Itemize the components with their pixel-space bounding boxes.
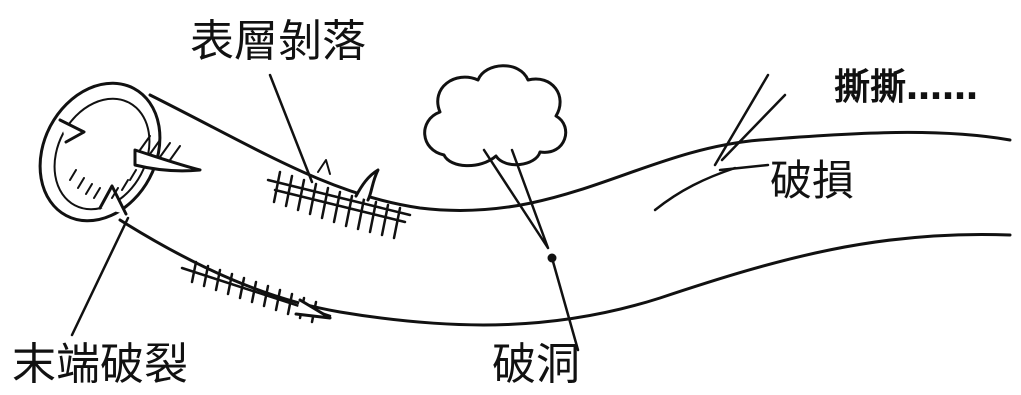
hair-strand-lower-edge: [120, 220, 1010, 325]
hole-dot: [549, 255, 555, 261]
damage-split-line: [715, 75, 768, 165]
label-surface-peeling: 表層剝落: [190, 16, 366, 67]
peeling-scale-hatch: [140, 136, 180, 160]
surface-peeling-flake: [318, 160, 330, 174]
lower-peeling-flake: [296, 300, 330, 318]
split-end-notch: [60, 120, 84, 142]
damage-tear-curve: [655, 168, 735, 210]
label-hole: 破洞: [492, 339, 580, 390]
surface-peeling-hatch: [268, 172, 410, 238]
damage-split-line: [722, 95, 785, 160]
pointer-hole: [552, 258, 578, 350]
label-end-split: 末端破裂: [12, 339, 188, 390]
pointer-end-split: [72, 218, 128, 335]
surface-peeling-flake: [356, 170, 378, 200]
hair-strand-upper-edge: [150, 95, 1010, 210]
split-end-fringe: [70, 170, 136, 200]
label-damage: 破損: [770, 156, 855, 205]
split-end-opening: [17, 62, 183, 242]
peeling-scale: [135, 150, 200, 171]
label-tearing: 撕撕……: [834, 67, 979, 108]
hole-cloud-tail: [484, 150, 548, 248]
pointer-surface-peeling: [270, 75, 312, 182]
split-end-inner-rim: [36, 82, 168, 226]
hole-cloud: [425, 66, 566, 166]
pointer-damage: [720, 165, 768, 170]
